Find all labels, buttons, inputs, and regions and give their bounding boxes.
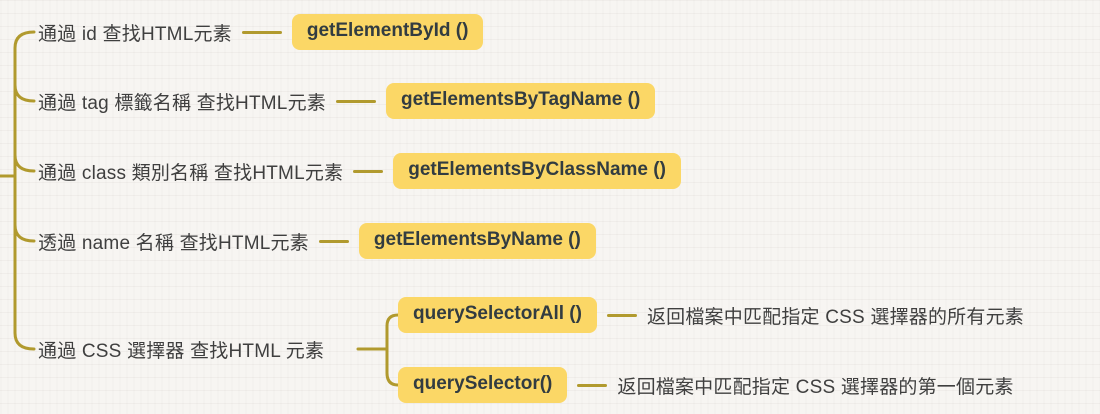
fork-trunk-connector <box>385 313 400 387</box>
method-chip-queryselector[interactable]: querySelector() <box>398 367 568 403</box>
method-chip-queryselectorall[interactable]: querySelectorAll () <box>398 297 597 333</box>
branch2-connector <box>13 83 36 103</box>
description-queryselector[interactable]: 返回檔案中匹配指定 CSS 選擇器的第一個元素 <box>617 376 1014 398</box>
branch1-dash-connector <box>241 30 282 34</box>
branch4-connector <box>13 223 36 243</box>
branch-row-tag: 通過 tag 標籤名稱 查找HTML元素 getElementsByTagNam… <box>38 83 656 119</box>
branch4-dash-connector <box>318 239 349 243</box>
branch2-dash-connector <box>335 99 376 103</box>
branch-row-id: 通過 id 查找HTML元素 getElementById () <box>38 14 484 50</box>
description-queryselectorall[interactable]: 返回檔案中匹配指定 CSS 選擇器的所有元素 <box>646 306 1024 328</box>
branch-label-tag[interactable]: 通過 tag 標籤名稱 查找HTML元素 <box>38 92 326 114</box>
method-chip-getelementbyid[interactable]: getElementById () <box>291 14 484 50</box>
branch-label-id[interactable]: 通過 id 查找HTML元素 <box>38 23 232 45</box>
method-chip-getelementsbytagname[interactable]: getElementsByTagName () <box>385 83 656 119</box>
method-chip-getelementsbyname[interactable]: getElementsByName () <box>358 223 596 259</box>
branch-row-class: 通過 class 類別名稱 查找HTML元素 getElementsByClas… <box>38 153 681 189</box>
branch-row-name: 透過 name 名稱 查找HTML元素 getElementsByName () <box>38 223 596 259</box>
branch-label-name[interactable]: 透過 name 名稱 查找HTML元素 <box>38 232 309 254</box>
branch3-connector <box>13 153 36 173</box>
method-chip-getelementsbyclassname[interactable]: getElementsByClassName () <box>393 153 681 189</box>
trunk-connector <box>13 30 36 351</box>
branch-row-css-selector: 通過 CSS 選擇器 查找HTML 元素 <box>38 331 324 367</box>
child1-dash-connector <box>606 313 637 317</box>
branch-label-class[interactable]: 通過 class 類別名稱 查找HTML元素 <box>38 162 344 184</box>
child2-dash-connector <box>577 383 608 387</box>
child-row-queryselectorall: querySelectorAll () 返回檔案中匹配指定 CSS 選擇器的所有… <box>398 297 1024 333</box>
branch-label-css-selector[interactable]: 通過 CSS 選擇器 查找HTML 元素 <box>38 340 325 362</box>
child-row-queryselector: querySelector() 返回檔案中匹配指定 CSS 選擇器的第一個元素 <box>398 367 1014 403</box>
branch3-dash-connector <box>353 169 384 173</box>
